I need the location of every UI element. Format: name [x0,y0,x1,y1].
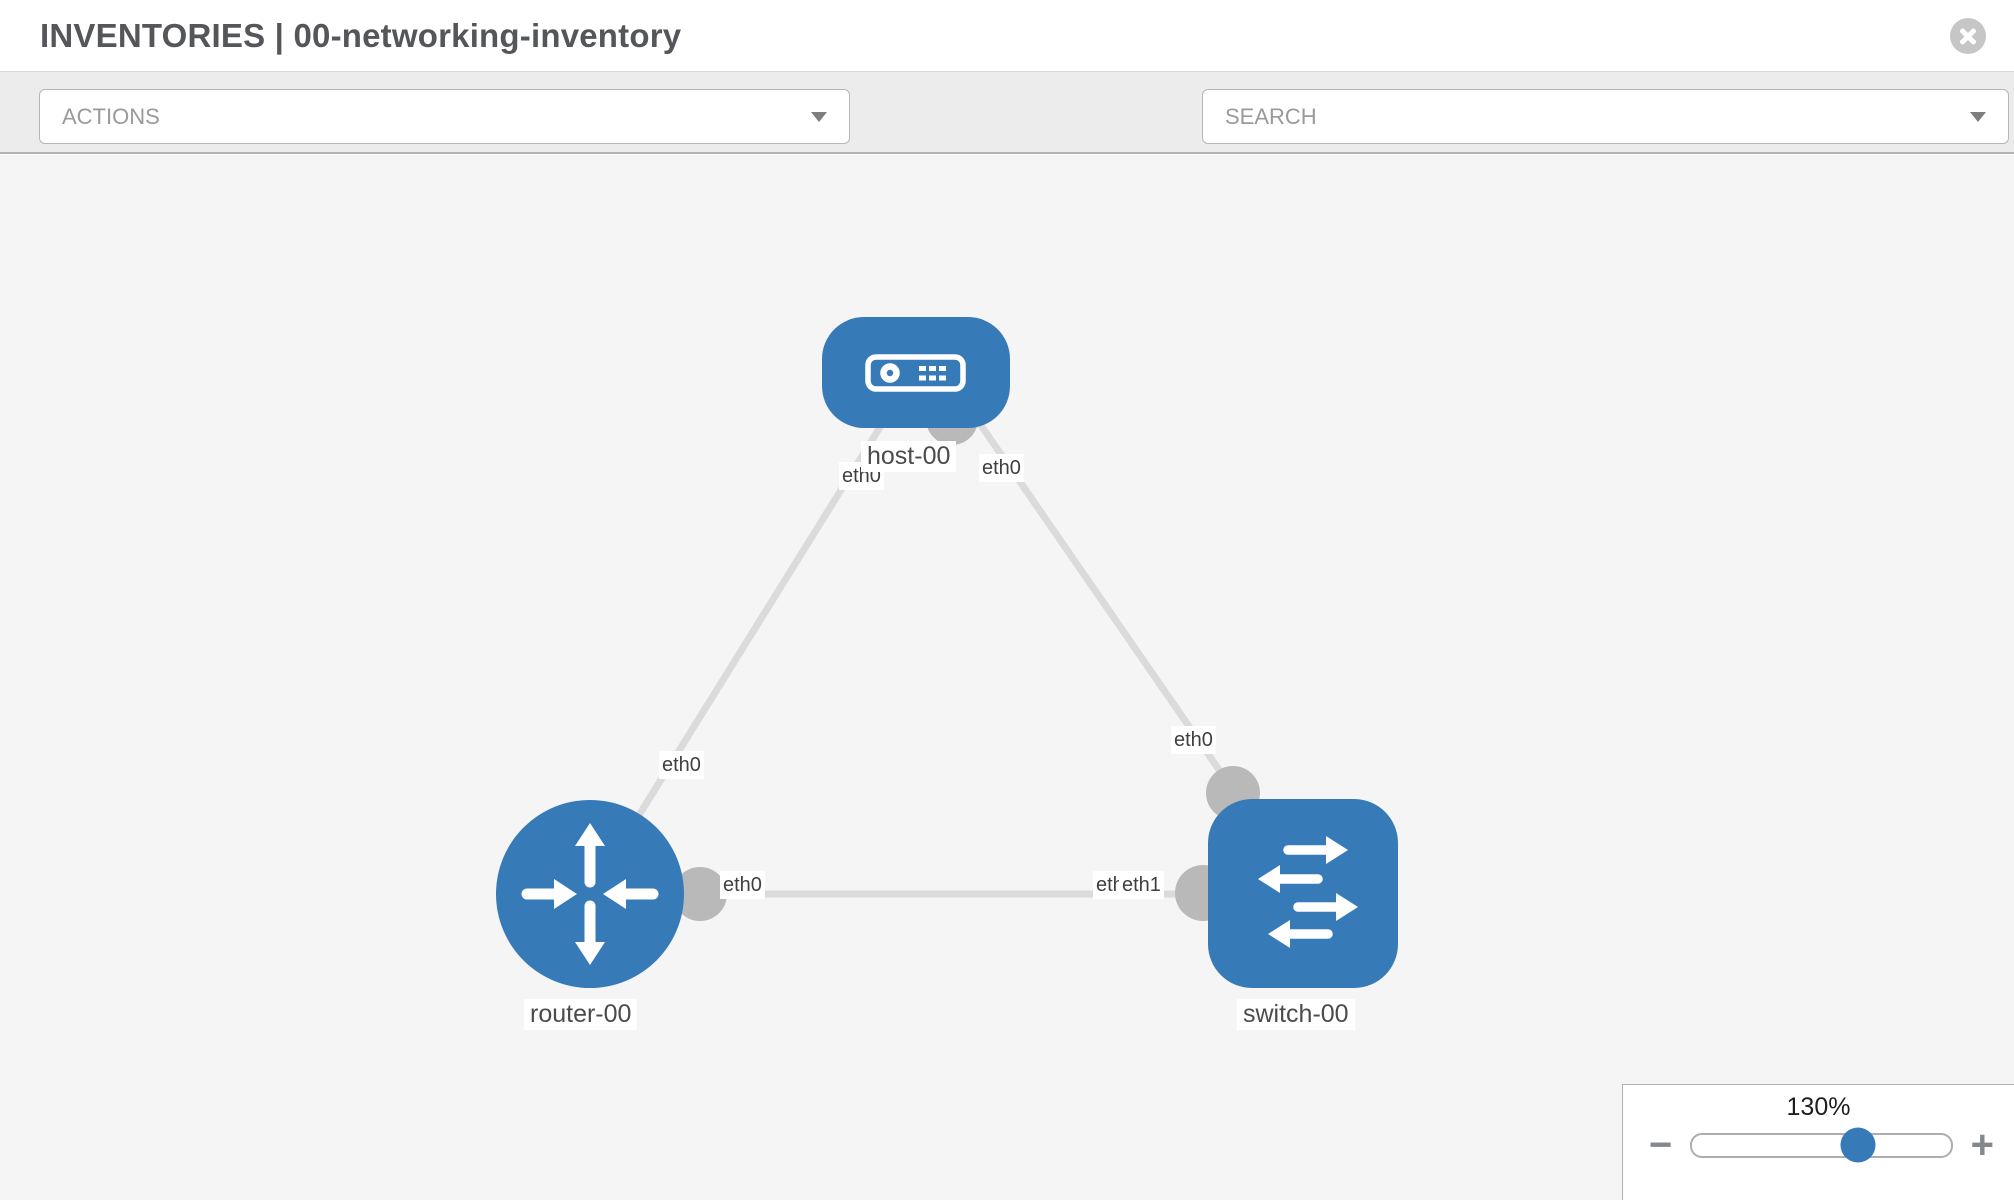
interface-label: eth0 [1171,726,1216,754]
actions-dropdown-label: ACTIONS [62,103,160,129]
toolbar: ACTIONS SEARCH [0,72,2014,202]
page-title: INVENTORIES | 00-networking-inventory [40,16,682,54]
close-button[interactable] [1950,17,1986,54]
zoom-slider-track[interactable] [1690,1127,1953,1163]
zoom-in-button[interactable]: + [1970,1123,1994,1167]
topology-graph [496,317,1398,988]
node-router-00[interactable] [496,800,684,988]
header: INVENTORIES | 00-networking-inventory [0,0,2014,72]
router-arrows-icon [521,823,659,965]
search-dropdown-label: SEARCH [1225,103,1317,129]
node-switch-00[interactable] [1208,799,1398,988]
node-label-host: host-00 [861,441,957,472]
zoom-control-panel: 130% − + [1622,1084,2014,1200]
host-server-icon [865,354,966,392]
node-host-00[interactable] [822,317,1010,428]
switch-arrows-icon [1258,836,1358,948]
interface-label: eth1 [1119,871,1164,899]
chevron-down-icon [811,111,827,122]
interface-bubbles [673,393,1260,921]
topology-canvas[interactable]: eth0 eth0 eth0 eth0 eth0 eth0 eth1 host-… [0,155,2014,1200]
interface-label: eth0 [979,454,1024,482]
zoom-percent-value: 130% [1786,1093,1851,1121]
node-label-switch: switch-00 [1237,999,1355,1030]
search-dropdown[interactable]: SEARCH [1202,89,2009,144]
chevron-down-icon [1970,111,1986,122]
zoom-slider-handle[interactable] [1840,1127,1876,1163]
node-label-router: router-00 [524,999,638,1030]
interface-label: eth0 [659,751,704,779]
interface-bubble [673,867,727,921]
interface-label: eth0 [720,871,765,899]
zoom-out-button[interactable]: − [1649,1123,1673,1167]
actions-dropdown[interactable]: ACTIONS [39,89,850,144]
